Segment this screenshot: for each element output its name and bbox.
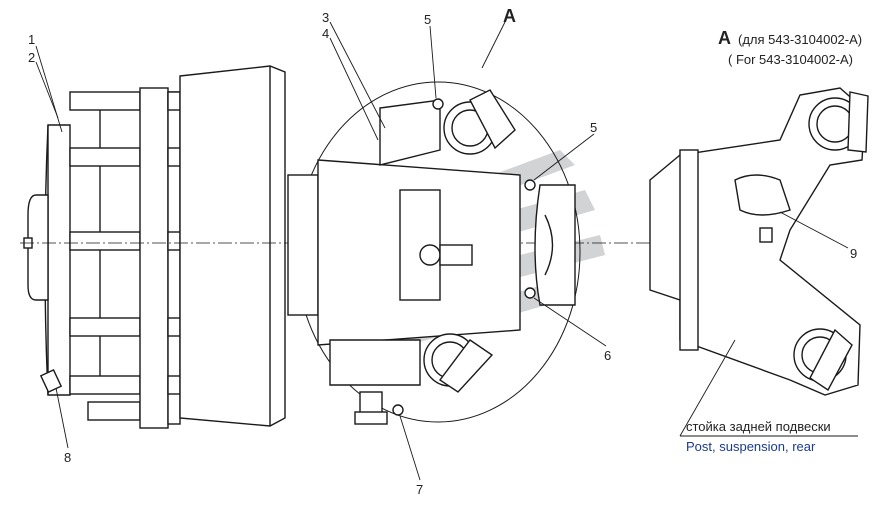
suspension-post-view (649, 87, 869, 396)
view-title-letter: A (718, 28, 731, 48)
callout-8: 8 (64, 450, 71, 465)
callout-3: 3 (322, 10, 329, 25)
leader-lines (35, 21, 858, 481)
post-label-en: Post, suspension, rear (686, 439, 816, 454)
callout-7: 7 (416, 482, 423, 497)
callout-4: 4 (322, 26, 329, 41)
callout-2: 2 (28, 50, 35, 65)
view-title-en: ( For 543-3104002-А) (728, 52, 853, 67)
joint-assembly (287, 81, 581, 425)
post-label-ru: стойка задней подвески (686, 419, 831, 434)
callout-5-top: 5 (424, 12, 431, 27)
callout-5-right: 5 (590, 120, 597, 135)
view-title-ru: (для 543-3104002-А) (738, 32, 862, 47)
stud-set-left (69, 91, 141, 421)
view-letter-marker: A (503, 6, 516, 26)
callout-1: 1 (28, 32, 35, 47)
callout-9: 9 (850, 246, 857, 261)
hub-assembly (23, 65, 286, 429)
callout-6: 6 (604, 348, 611, 363)
view-title: A (для 543-3104002-А) ( For 543-3104002-… (718, 28, 862, 67)
